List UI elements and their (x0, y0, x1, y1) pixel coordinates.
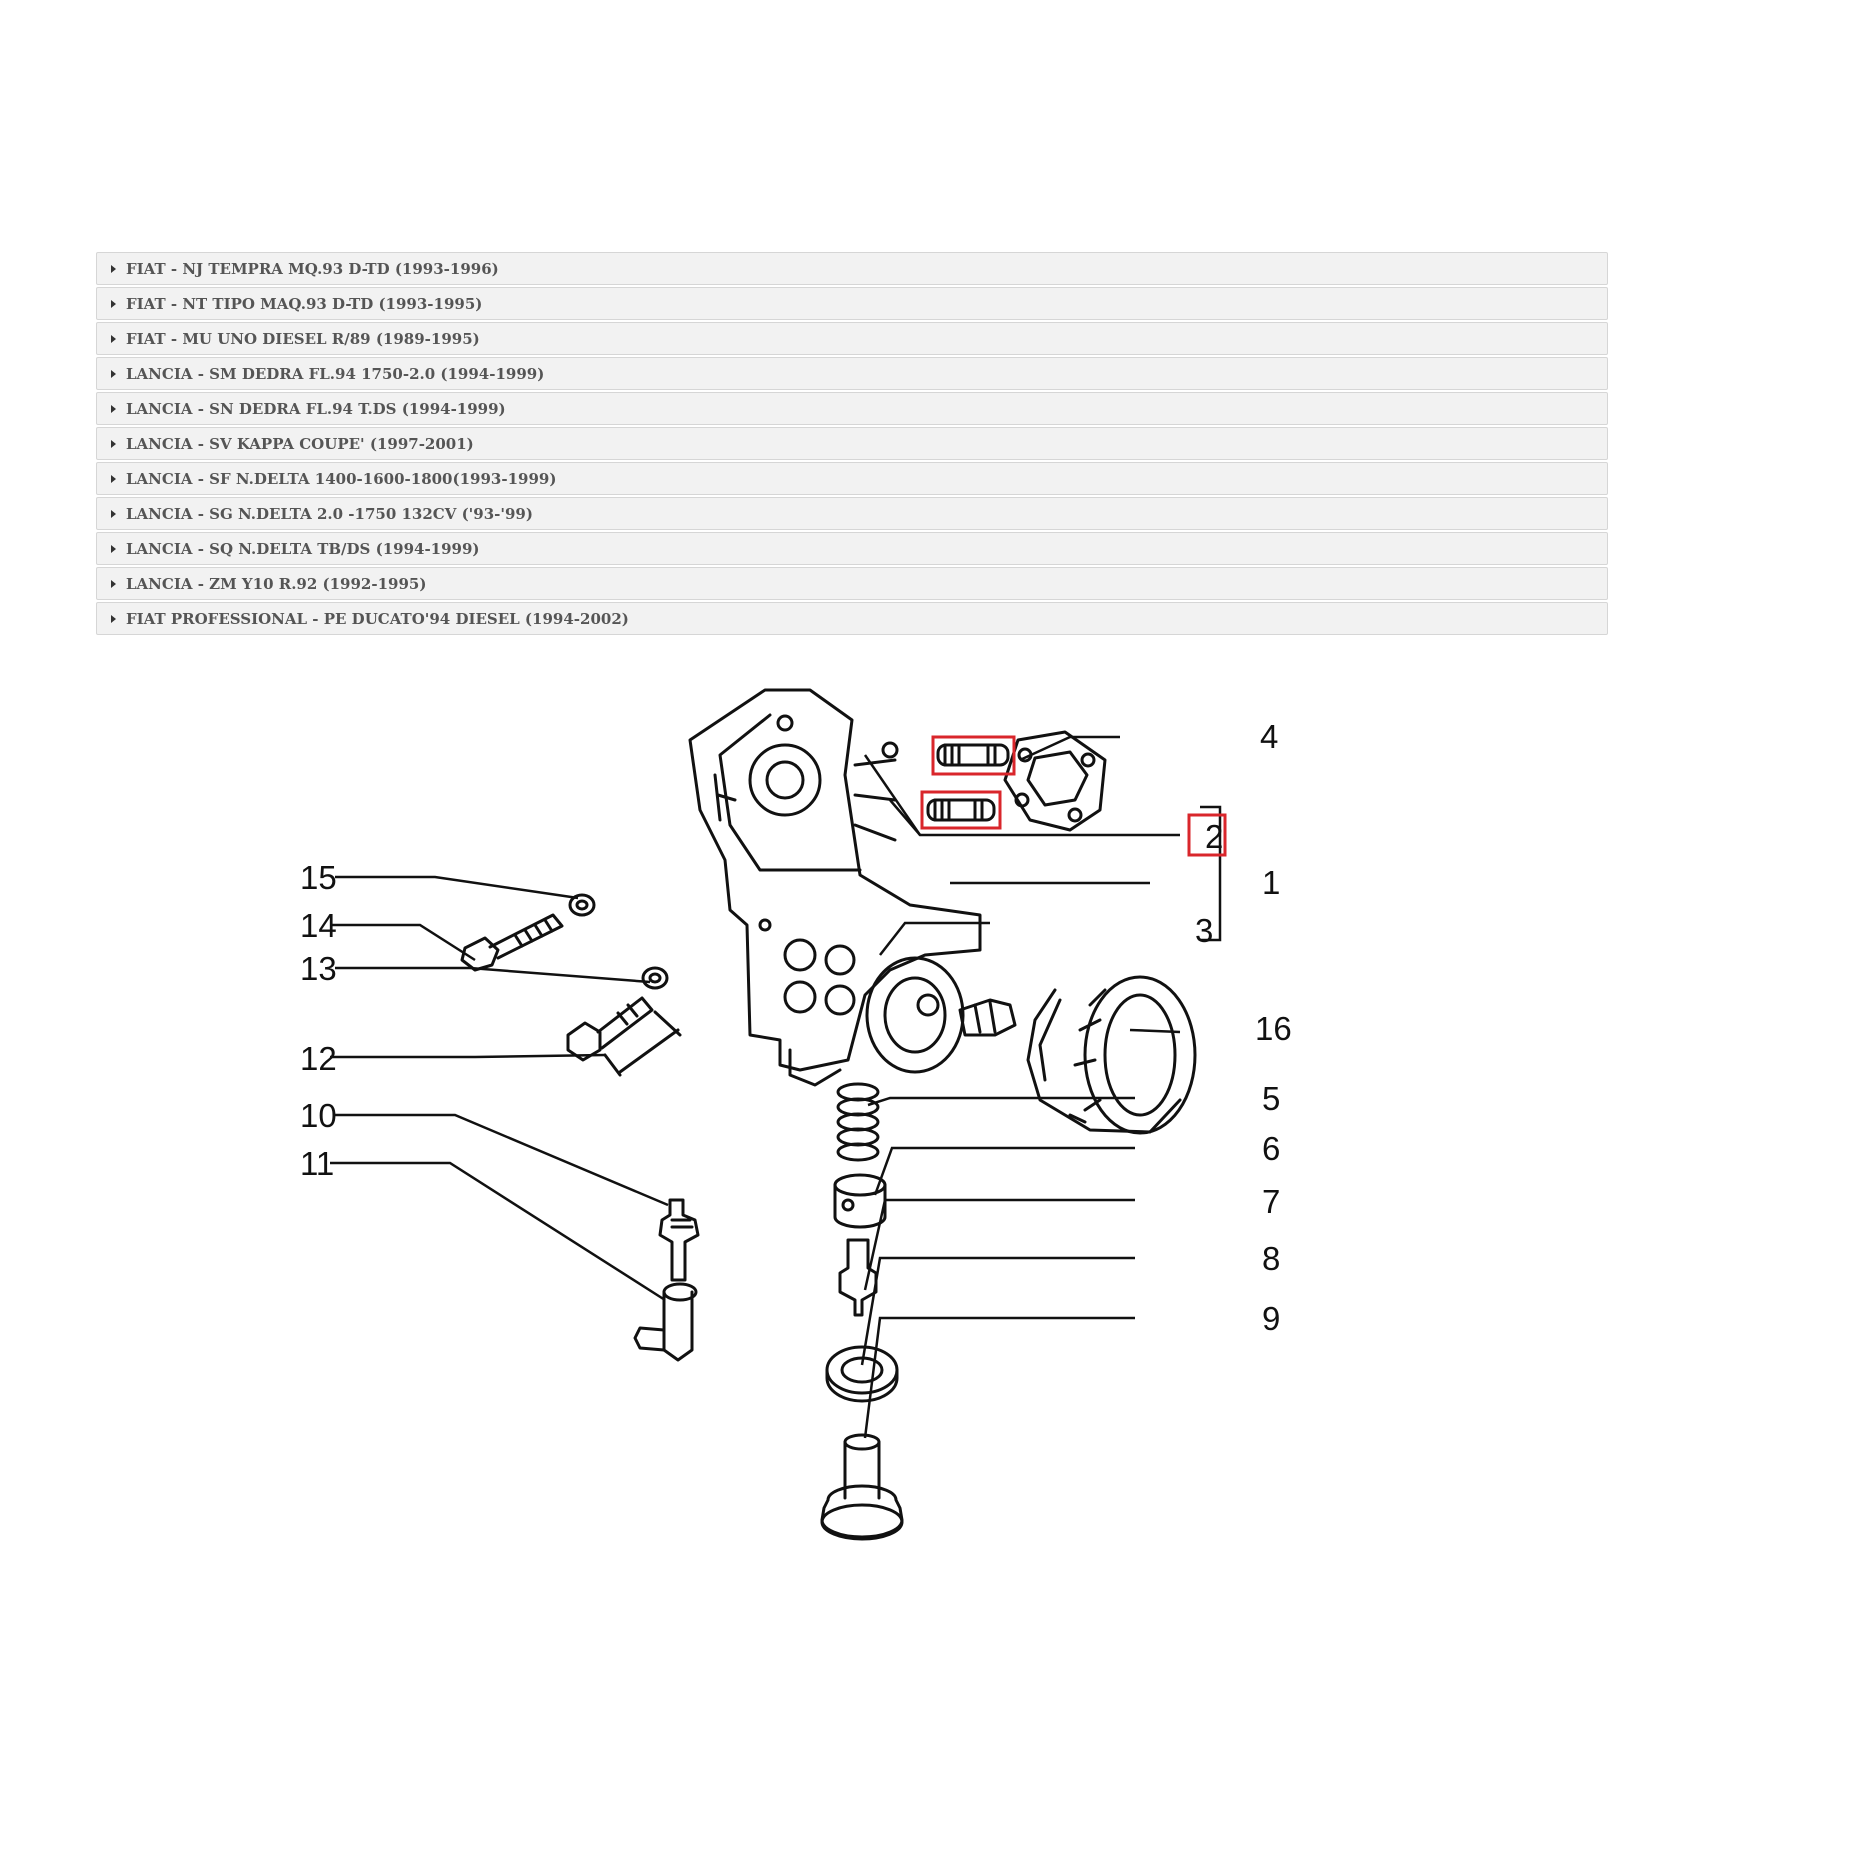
callout-1[interactable]: 1 (1262, 864, 1280, 901)
callout-11[interactable]: 11 (300, 1145, 334, 1182)
vehicle-label: LANCIA - SM DEDRA FL.94 1750-2.0 (1994-1… (126, 364, 545, 383)
filter-nipple (958, 998, 1017, 1037)
relief-valve-spring (836, 1082, 880, 1162)
washer-small-upper (568, 893, 596, 917)
caret-right-icon (111, 369, 116, 378)
caret-right-icon (111, 579, 116, 588)
callout-7[interactable]: 7 (1262, 1183, 1280, 1220)
caret-right-icon (111, 264, 116, 273)
vehicle-row[interactable]: FIAT - MU UNO DIESEL R/89 (1989-1995) (96, 322, 1608, 355)
vehicle-label: LANCIA - SF N.DELTA 1400-1600-1800(1993-… (126, 469, 557, 488)
callout-16[interactable]: 16 (1255, 1010, 1292, 1047)
vehicle-row[interactable]: LANCIA - ZM Y10 R.92 (1992-1995) (96, 567, 1608, 600)
caret-right-icon (111, 544, 116, 553)
hex-bolt-short (460, 913, 564, 972)
exploded-parts-diagram: 2 1 3 4 16 5 6 7 8 9 15 14 13 12 10 11 (300, 660, 1340, 1580)
callout-8[interactable]: 8 (1262, 1240, 1280, 1277)
callout-3[interactable]: 3 (1195, 912, 1213, 949)
vehicle-row[interactable]: LANCIA - SM DEDRA FL.94 1750-2.0 (1994-1… (96, 357, 1608, 390)
callout-10[interactable]: 10 (300, 1097, 337, 1134)
vehicle-label: LANCIA - SQ N.DELTA TB/DS (1994-1999) (126, 539, 480, 558)
stud-lower (926, 798, 996, 822)
vehicle-label: FIAT - MU UNO DIESEL R/89 (1989-1995) (126, 329, 480, 348)
vehicle-row[interactable]: LANCIA - SN DEDRA FL.94 T.DS (1994-1999) (96, 392, 1608, 425)
vehicle-label: LANCIA - SN DEDRA FL.94 T.DS (1994-1999) (126, 399, 506, 418)
drain-plug (820, 1433, 904, 1541)
housing-flange (865, 956, 965, 1074)
caret-right-icon (111, 474, 116, 483)
highlight-stud-upper (931, 735, 1016, 776)
vehicle-row[interactable]: FIAT PROFESSIONAL - PE DUCATO'94 DIESEL … (96, 602, 1608, 635)
caret-right-icon (111, 509, 116, 518)
callout-5[interactable]: 5 (1262, 1080, 1280, 1117)
callout-4[interactable]: 4 (1260, 718, 1278, 755)
oil-pump-housing (688, 688, 982, 1087)
hex-bolt-long (566, 996, 682, 1077)
vehicle-label: FIAT PROFESSIONAL - PE DUCATO'94 DIESEL … (126, 609, 629, 628)
callout-12[interactable]: 12 (300, 1040, 337, 1077)
diagram-canvas: 2 1 3 4 16 5 6 7 8 9 15 14 13 12 10 11 (300, 688, 1292, 1541)
callout-numbers: 2 1 3 4 16 5 6 7 8 9 15 14 13 12 10 11 (300, 718, 1292, 1337)
leader-lines (330, 735, 1222, 1439)
vehicle-row[interactable]: LANCIA - SF N.DELTA 1400-1600-1800(1993-… (96, 462, 1608, 495)
vehicle-label: FIAT - NT TIPO MAQ.93 D-TD (1993-1995) (126, 294, 483, 313)
sealing-washer (825, 1345, 899, 1403)
callout-15[interactable]: 15 (300, 859, 337, 896)
washer-small-lower (641, 966, 669, 990)
callout-6[interactable]: 6 (1262, 1130, 1280, 1167)
caret-right-icon (111, 614, 116, 623)
flange-gasket (1003, 730, 1107, 832)
caret-right-icon (111, 404, 116, 413)
callout-13[interactable]: 13 (300, 950, 337, 987)
vehicle-row[interactable]: LANCIA - SG N.DELTA 2.0 -1750 132CV ('93… (96, 497, 1608, 530)
caret-right-icon (111, 299, 116, 308)
valve-piston (838, 1238, 878, 1317)
vehicle-label: LANCIA - ZM Y10 R.92 (1992-1995) (126, 574, 427, 593)
vehicle-row[interactable]: LANCIA - SV KAPPA COUPE' (1997-2001) (96, 427, 1608, 460)
vehicle-label: LANCIA - SG N.DELTA 2.0 -1750 132CV ('93… (126, 504, 533, 523)
caret-right-icon (111, 439, 116, 448)
stud-upper (936, 743, 1010, 767)
caret-right-icon (111, 334, 116, 343)
highlight-callout-2 (1187, 813, 1227, 857)
oil-filter (1026, 975, 1197, 1135)
vehicle-label: LANCIA - SV KAPPA COUPE' (1997-2001) (126, 434, 474, 453)
vehicle-row[interactable]: FIAT - NJ TEMPRA MQ.93 D-TD (1993-1996) (96, 252, 1608, 285)
callout-2[interactable]: 2 (1205, 818, 1223, 855)
vehicle-list: FIAT - NJ TEMPRA MQ.93 D-TD (1993-1996) … (96, 252, 1608, 637)
vehicle-row[interactable]: FIAT - NT TIPO MAQ.93 D-TD (1993-1995) (96, 287, 1608, 320)
elbow-fitting (633, 1282, 698, 1362)
callout-14[interactable]: 14 (300, 907, 337, 944)
callout-9[interactable]: 9 (1262, 1300, 1280, 1337)
vehicle-label: FIAT - NJ TEMPRA MQ.93 D-TD (1993-1996) (126, 259, 499, 278)
highlight-boxes (920, 735, 1227, 857)
vehicle-row[interactable]: LANCIA - SQ N.DELTA TB/DS (1994-1999) (96, 532, 1608, 565)
valve-bushing (833, 1173, 887, 1229)
highlight-stud-lower (920, 790, 1002, 830)
pressure-sensor (658, 1198, 700, 1282)
